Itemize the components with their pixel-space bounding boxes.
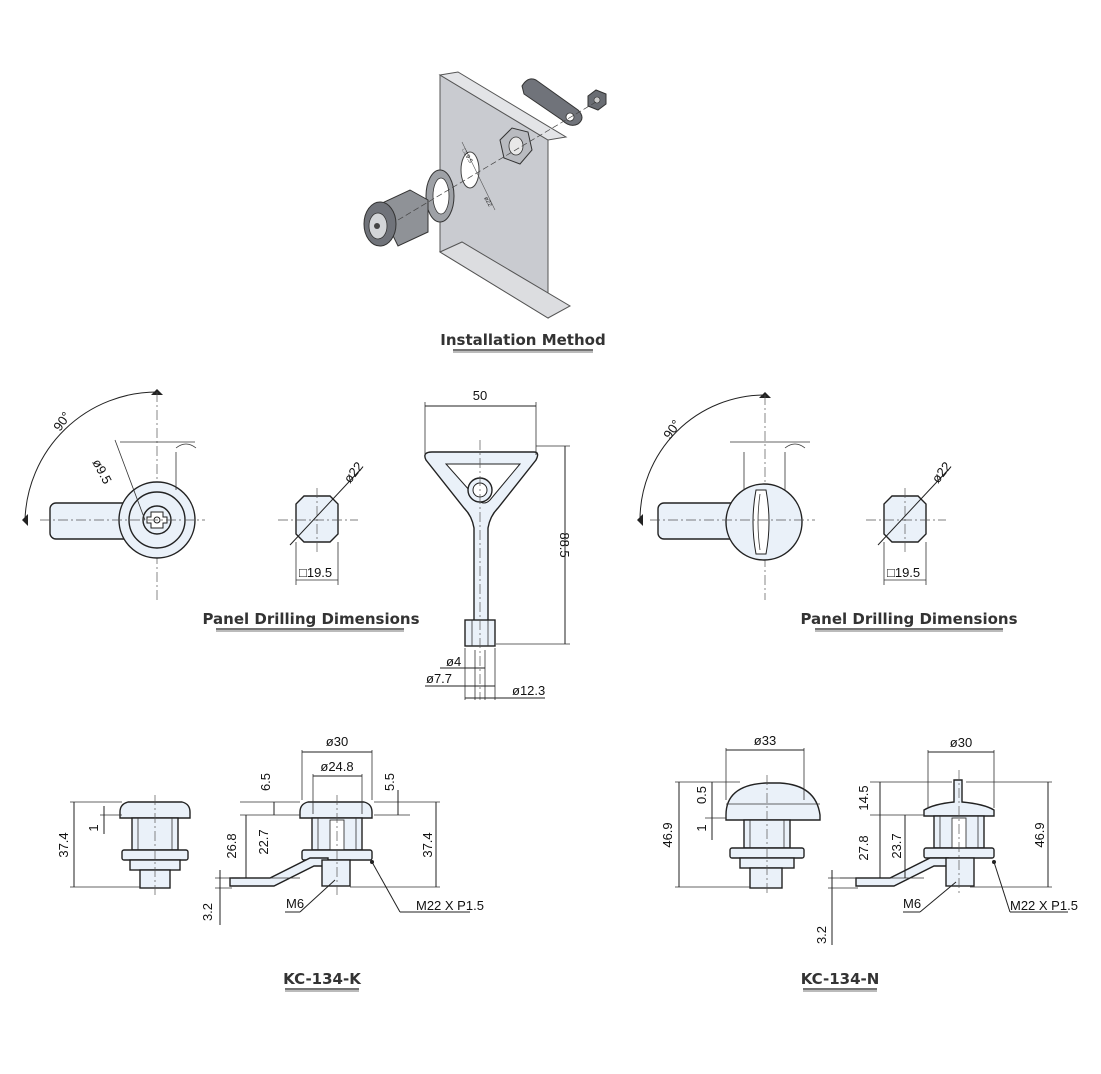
dim-n-flange-dia: ø30 [950, 735, 972, 750]
dim-hole-dia-left: ø22 [341, 459, 367, 486]
installation-illustration: □19.5 ø22 [363, 71, 607, 319]
dim-k-cam: 3.2 [200, 903, 215, 921]
dim-k-one: 1 [86, 824, 101, 831]
dim-k-m6: M6 [286, 896, 304, 911]
dim-k-26: 26.8 [224, 833, 239, 858]
kc134k-side-view-cam [215, 750, 470, 925]
dim-dia-left: ø9.5 [89, 456, 114, 486]
dim-n-one: 1 [694, 824, 709, 831]
caption-model-n: KC-134-N [801, 970, 880, 988]
dim-n-237: 23.7 [889, 833, 904, 858]
dim-key-tip-body: ø12.3 [512, 683, 545, 698]
caption-panel-drilling-right: Panel Drilling Dimensions [800, 610, 1017, 628]
dim-n-cam: 3.2 [814, 926, 829, 944]
dim-k-thread: M22 X P1.5 [416, 898, 484, 913]
dim-hole-sq-left: □19.5 [299, 565, 332, 580]
dim-k-22: 22.7 [256, 829, 271, 854]
dim-k-total-right: 37.4 [420, 832, 435, 857]
kc134k-side-view-plain [70, 795, 191, 895]
dim-k-head-h2: 5.5 [382, 773, 397, 791]
panel-hole-right [866, 469, 949, 585]
lock-front-view-key [22, 389, 205, 600]
dim-angle-left: 90° [50, 409, 74, 434]
dim-n-total-right: 46.9 [1032, 822, 1047, 847]
dim-k-face-dia: ø24.8 [320, 759, 353, 774]
dim-k-head-h: 6.5 [258, 773, 273, 791]
lock-front-view-knob [637, 392, 815, 600]
caption-panel-drilling-left: Panel Drilling Dimensions [202, 610, 419, 628]
key-drawing [424, 402, 570, 700]
dim-k-total-left: 37.4 [56, 832, 71, 857]
panel-hole-left [278, 469, 361, 585]
dim-n-m6: M6 [903, 896, 921, 911]
dim-n-278: 27.8 [856, 835, 871, 860]
kc134n-side-view-plain [675, 748, 821, 895]
dim-key-width: 50 [473, 388, 487, 403]
caption-installation: Installation Method [440, 331, 605, 349]
dim-n-knob-dia: ø33 [754, 733, 776, 748]
dim-hole-sq-right: □19.5 [887, 565, 920, 580]
dim-n-145: 14.5 [856, 785, 871, 810]
dim-hole-dia-right: ø22 [929, 459, 955, 486]
dim-n-total-left: 46.9 [660, 822, 675, 847]
dim-n-thread: M22 X P1.5 [1010, 898, 1078, 913]
kc134n-side-view-cam [828, 750, 1068, 945]
dim-key-tip-inner: ø4 [446, 654, 461, 669]
iso-label-diameter: ø22 [482, 196, 493, 209]
caption-model-k: KC-134-K [283, 970, 362, 988]
dim-key-tip-outer: ø7.7 [426, 671, 452, 686]
dim-k-flange-dia: ø30 [326, 734, 348, 749]
dim-angle-right: 90° [660, 417, 684, 442]
dim-n-05: 0.5 [694, 786, 709, 804]
dim-key-height: 88.5 [557, 532, 572, 557]
